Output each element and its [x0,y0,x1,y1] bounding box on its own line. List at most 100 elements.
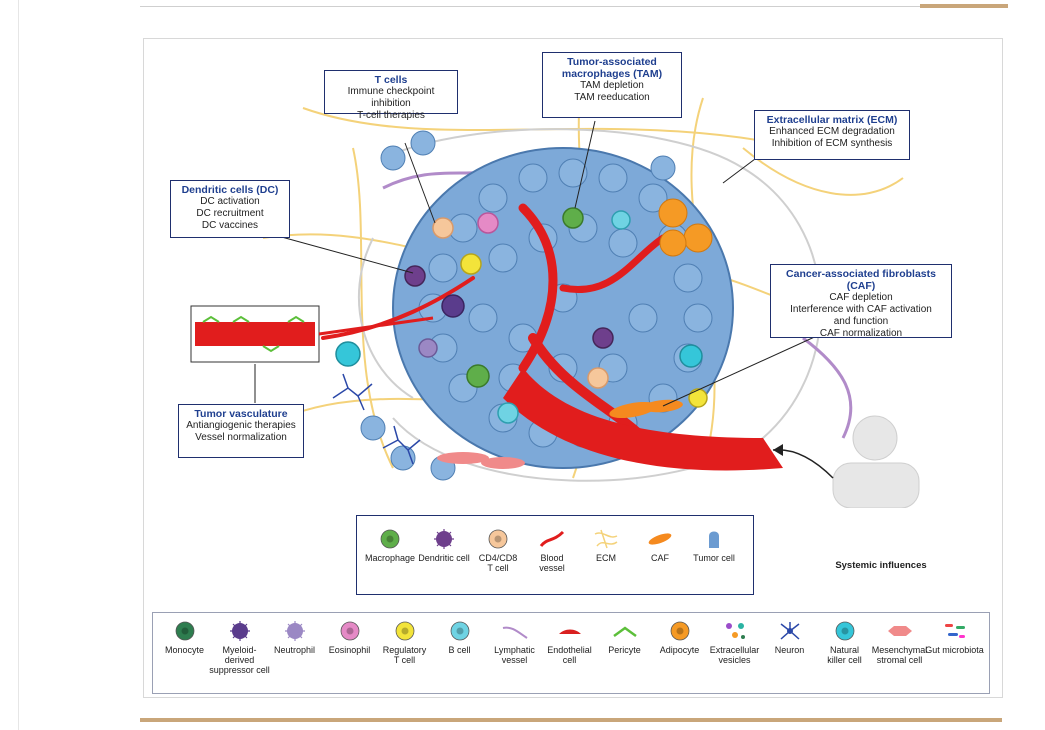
legend-secondary-item: Myeloid- derived suppressor cell [209,620,270,675]
legend-secondary-label: Neutrophil [273,645,316,655]
callout-caf: Cancer-associated fibroblasts (CAF) CAF … [770,264,952,339]
callout-caf-line-2: Interference with CAF activation [790,304,932,315]
bottom-rule [140,718,1002,722]
callout-vasculature-line-2: Vessel normalization [195,432,287,443]
legend-secondary-label: Mesenchymal stromal cell [871,645,928,665]
tumor-microenvironment-illustration [190,67,920,508]
legend-secondary-label: B cell [448,645,471,655]
callout-caf-title: Cancer-associated fibroblasts (CAF) [786,268,936,292]
legend-primary-item: Dendritic cell [414,528,474,563]
legend-secondary-item: Eosinophil [319,620,380,655]
top-accent-rule [920,4,1008,8]
monocyte-icon [154,620,215,642]
legend-primary [356,515,754,595]
legend-secondary-label: Regulatory T cell [382,645,427,665]
callout-ecm-title: Extracellular matrix (ECM) [766,114,898,126]
neuron-icon [759,620,820,642]
caf-icon [630,528,690,550]
callout-dc-title: Dendritic cells (DC) [181,184,279,196]
legend-primary-label: CD4/CD8 T cell [478,553,518,573]
ecm-icon [576,528,636,550]
callout-t-cells-title: T cells [374,74,408,86]
legend-secondary-item: Adipocyte [649,620,710,655]
page-left-border [18,0,19,730]
main-blood-vessel [503,368,783,471]
top-rule [140,6,920,7]
legend-primary-item: Blood vessel [522,528,582,573]
legend-primary-item: CAF [630,528,690,563]
legend-primary-label: Macrophage [364,553,416,563]
nk-cell-icon [814,620,875,642]
immune-cells [335,207,708,424]
legend-secondary-label: Lymphatic vessel [494,645,535,665]
legend-secondary-label: Gut microbiota [925,645,984,655]
endothelial-cell-icon [539,620,600,642]
legend-secondary-item: Regulatory T cell [374,620,435,665]
tumor-cell-icon [684,528,744,550]
legend-secondary-label: Adipocyte [659,645,700,655]
legend-primary-label: Blood vessel [539,553,565,573]
callout-caf-line-4: CAF normalization [819,328,903,339]
callout-dc-line-2: DC recruitment [196,208,264,219]
blood-vessel-icon [522,528,582,550]
callout-vasculature: Tumor vasculature Antiangiogenic therapi… [178,404,304,458]
legend-secondary-item: Endothelial cell [539,620,600,665]
legend-primary-label: ECM [596,553,616,563]
lymphatic-vessel-icon [484,620,545,642]
legend-secondary-item: Lymphatic vessel [484,620,545,665]
legend-secondary-label: Pericyte [608,645,641,655]
legend-primary-item: CD4/CD8 T cell [468,528,528,573]
callout-t-cells-line-1: Immune checkpoint inhibition [347,86,435,109]
neurons [332,373,421,465]
legend-primary-label: CAF [651,553,669,563]
callout-t-cells-line-2: T-cell therapies [357,110,425,121]
callout-vasculature-title: Tumor vasculature [194,408,288,420]
legend-secondary-item: Gut microbiota [924,620,985,655]
callout-ecm: Extracellular matrix (ECM) Enhanced ECM … [754,110,910,160]
legend-primary-item: Tumor cell [684,528,744,563]
callout-caf-line-1: CAF depletion [829,292,893,303]
legend-secondary-item: B cell [429,620,490,655]
t-cell-icon [468,528,528,550]
legend-secondary-item: Pericyte [594,620,655,655]
legend-secondary-label: Eosinophil [328,645,371,655]
legend-secondary-item: Extracellular vesicles [704,620,765,665]
stromal-cells [437,452,525,469]
adipocyte-icon [649,620,710,642]
pericyte-icon [594,620,655,642]
legend-secondary-label: Endothelial cell [547,645,592,665]
legend-secondary-label: Myeloid- derived suppressor cell [209,645,270,675]
callout-dc-line-1: DC activation [200,196,260,207]
callout-ecm-line-2: Inhibition of ECM synthesis [771,138,893,149]
legend-secondary-item: Neutrophil [264,620,325,655]
vessel-inset-pericytes [202,315,305,353]
legend-secondary-label: Natural killer cell [827,645,862,665]
legend-secondary-item: Mesenchymal stromal cell [869,620,930,665]
callout-t-cells: T cells Immune checkpoint inhibition T-c… [324,70,458,121]
extracellular-vesicles-icon [704,620,765,642]
legend-primary-label: Tumor cell [693,553,735,563]
neutrophil-icon [264,620,325,642]
callout-dc: Dendritic cells (DC) DC activation DC re… [170,180,290,238]
vessel-inset [195,322,315,346]
dendritic-cell-icon [414,528,474,550]
legend-secondary-item: Neuron [759,620,820,655]
legend-primary-item: ECM [576,528,636,563]
callout-tam: Tumor-associated macrophages (TAM) TAM d… [542,52,682,118]
msc-icon [869,620,930,642]
macrophage-icon [360,528,420,550]
legend-secondary-label: Monocyte [164,645,205,655]
callout-dc-line-3: DC vaccines [201,220,259,231]
inset-connector [318,316,434,336]
callout-caf-line-3: and function [833,316,889,327]
regulatory-t-cell-icon [374,620,435,642]
b-cell-icon [429,620,490,642]
callout-ecm-line-1: Enhanced ECM degradation [769,126,895,137]
legend-secondary-label: Extracellular vesicles [709,645,760,665]
callout-tam-title: Tumor-associated macrophages (TAM) [561,56,663,80]
legend-primary-label: Dendritic cell [418,553,470,563]
legend-secondary-item: Monocyte [154,620,215,655]
callout-tam-line-2: TAM reeducation [574,92,650,103]
human-figure [832,415,920,508]
gut-microbiota-icon [924,620,985,642]
